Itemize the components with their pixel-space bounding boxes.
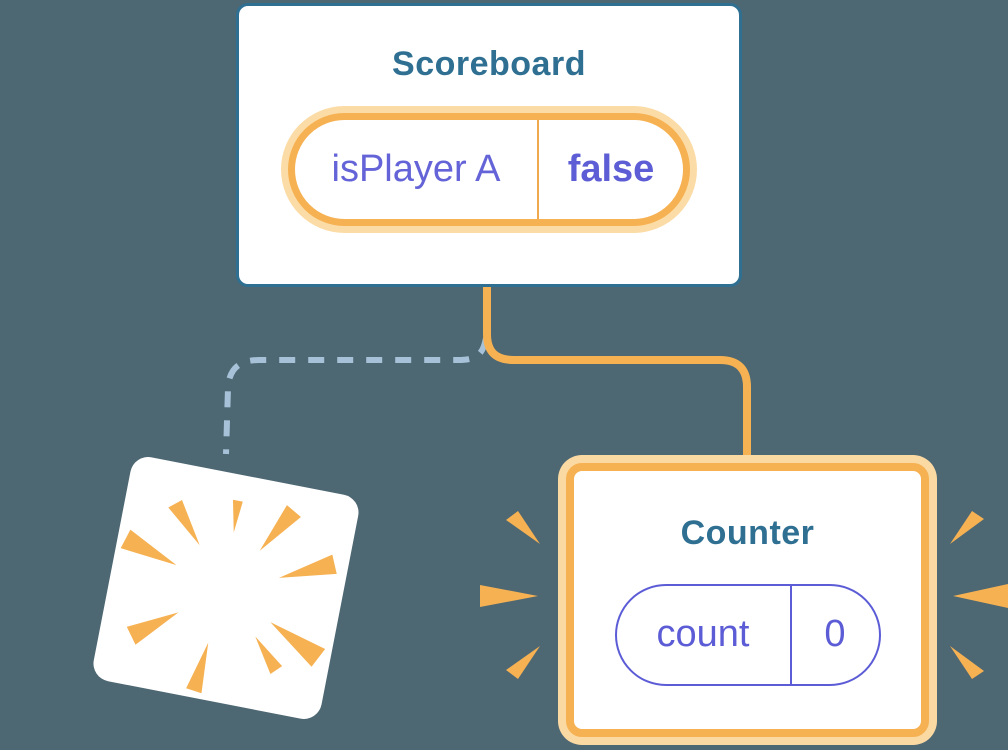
scoreboard-state-pill: isPlayer A false bbox=[288, 112, 690, 226]
emphasis-rays-icon bbox=[480, 511, 1008, 679]
scoreboard-state-name: isPlayer A bbox=[331, 147, 501, 190]
scoreboard-state-value: false bbox=[567, 147, 655, 190]
poof-icon bbox=[120, 499, 337, 694]
counter-state-pill: count 0 bbox=[614, 583, 881, 686]
pill-divider bbox=[537, 119, 539, 219]
pill-divider bbox=[789, 585, 792, 684]
solid-connector-line bbox=[483, 280, 751, 461]
scoreboard-component-card: Scoreboard isPlayer A false bbox=[236, 3, 742, 287]
destroyed-component-card bbox=[90, 453, 362, 723]
counter-state-name: count bbox=[656, 613, 750, 656]
counter-title: Counter bbox=[680, 514, 815, 552]
counter-state-value: 0 bbox=[824, 613, 846, 656]
dashed-connector-line bbox=[223, 337, 489, 455]
scoreboard-title: Scoreboard bbox=[392, 45, 586, 83]
counter-component-card: Counter count 0 bbox=[566, 463, 929, 737]
